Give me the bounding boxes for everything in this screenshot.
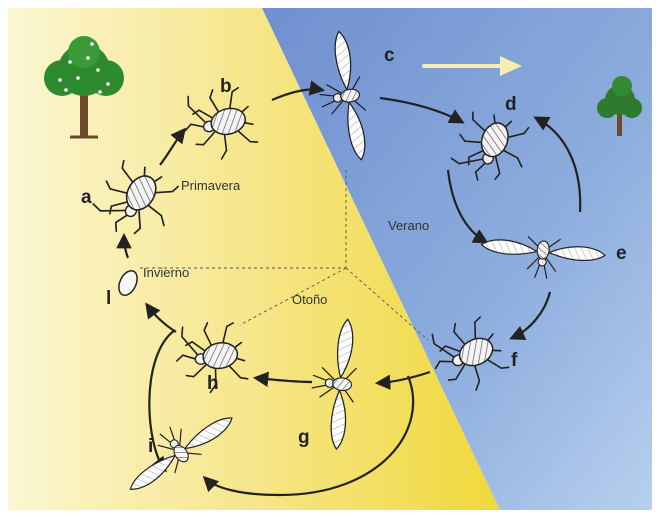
stage-label-h: h: [207, 373, 219, 394]
stage-label-e: e: [616, 243, 627, 264]
stage-label-c: c: [384, 45, 395, 66]
stage-label-a: a: [81, 187, 92, 208]
stage-label-f: f: [511, 350, 518, 371]
stage-label-d: d: [505, 94, 517, 115]
stage-label-i: i: [148, 436, 153, 457]
season-label-winter: Invierno: [143, 265, 189, 280]
stage-label-b: b: [220, 76, 232, 97]
stage-label-l: l: [106, 288, 111, 309]
stage-label-g: g: [298, 427, 310, 448]
season-label-autumn: Otoño: [292, 292, 327, 307]
season-label-summer: Verano: [388, 218, 429, 233]
season-label-spring: Primavera: [181, 178, 241, 193]
